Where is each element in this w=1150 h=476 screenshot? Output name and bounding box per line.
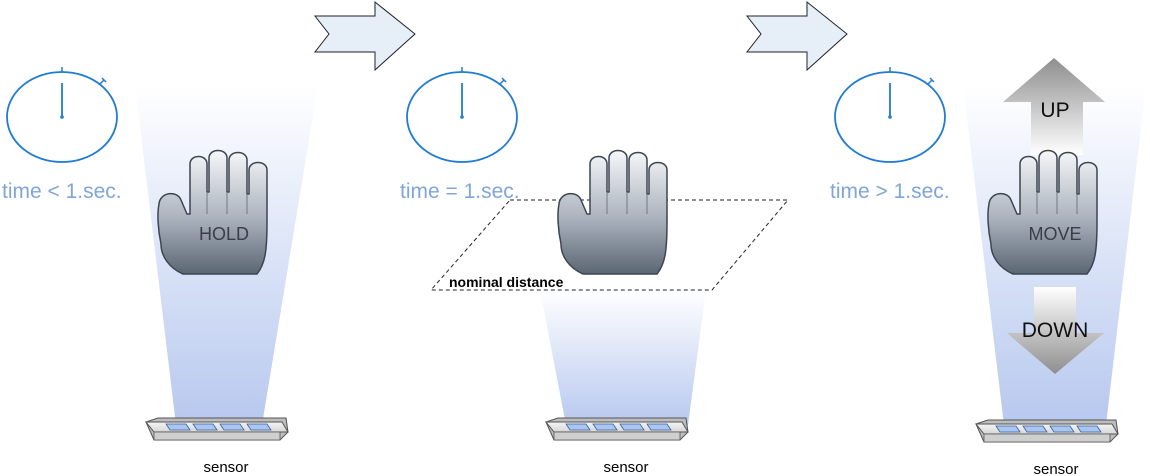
sensor-label: sensor (603, 459, 648, 476)
panel-2: time = 1.sec. nominal distance sensor (400, 66, 790, 476)
hold-label: HOLD (199, 224, 249, 244)
distance-label: nominal distance (449, 274, 564, 290)
sensor-label: sensor (1033, 461, 1078, 476)
down-arrow-icon (1007, 287, 1104, 374)
next-arrow-icon (314, 1, 416, 71)
sensor-label: sensor (203, 459, 248, 476)
nominal-distance-plane (429, 199, 790, 291)
sensor-icon (545, 417, 689, 441)
sensor-icon (975, 419, 1119, 443)
up-label: UP (1040, 99, 1069, 122)
up-arrow-icon (1003, 58, 1105, 155)
stopwatch-icon (406, 66, 518, 163)
down-label: DOWN (1022, 319, 1089, 342)
panel-3: time > 1.sec. UP MOVE DOWN sensor (830, 58, 1146, 476)
move-label: MOVE (1028, 224, 1081, 244)
stopwatch-icon (6, 66, 118, 163)
stopwatch-icon (834, 66, 946, 163)
next-arrow-icon (746, 1, 848, 71)
sensor-beam (540, 290, 706, 425)
hand-icon (557, 149, 668, 275)
time-label: time > 1.sec. (830, 180, 950, 203)
sensor-icon (145, 417, 289, 441)
time-label: time = 1.sec. (400, 180, 520, 203)
panel-1: time < 1.sec. HOLD sensor (2, 66, 318, 476)
time-label: time < 1.sec. (2, 180, 122, 203)
